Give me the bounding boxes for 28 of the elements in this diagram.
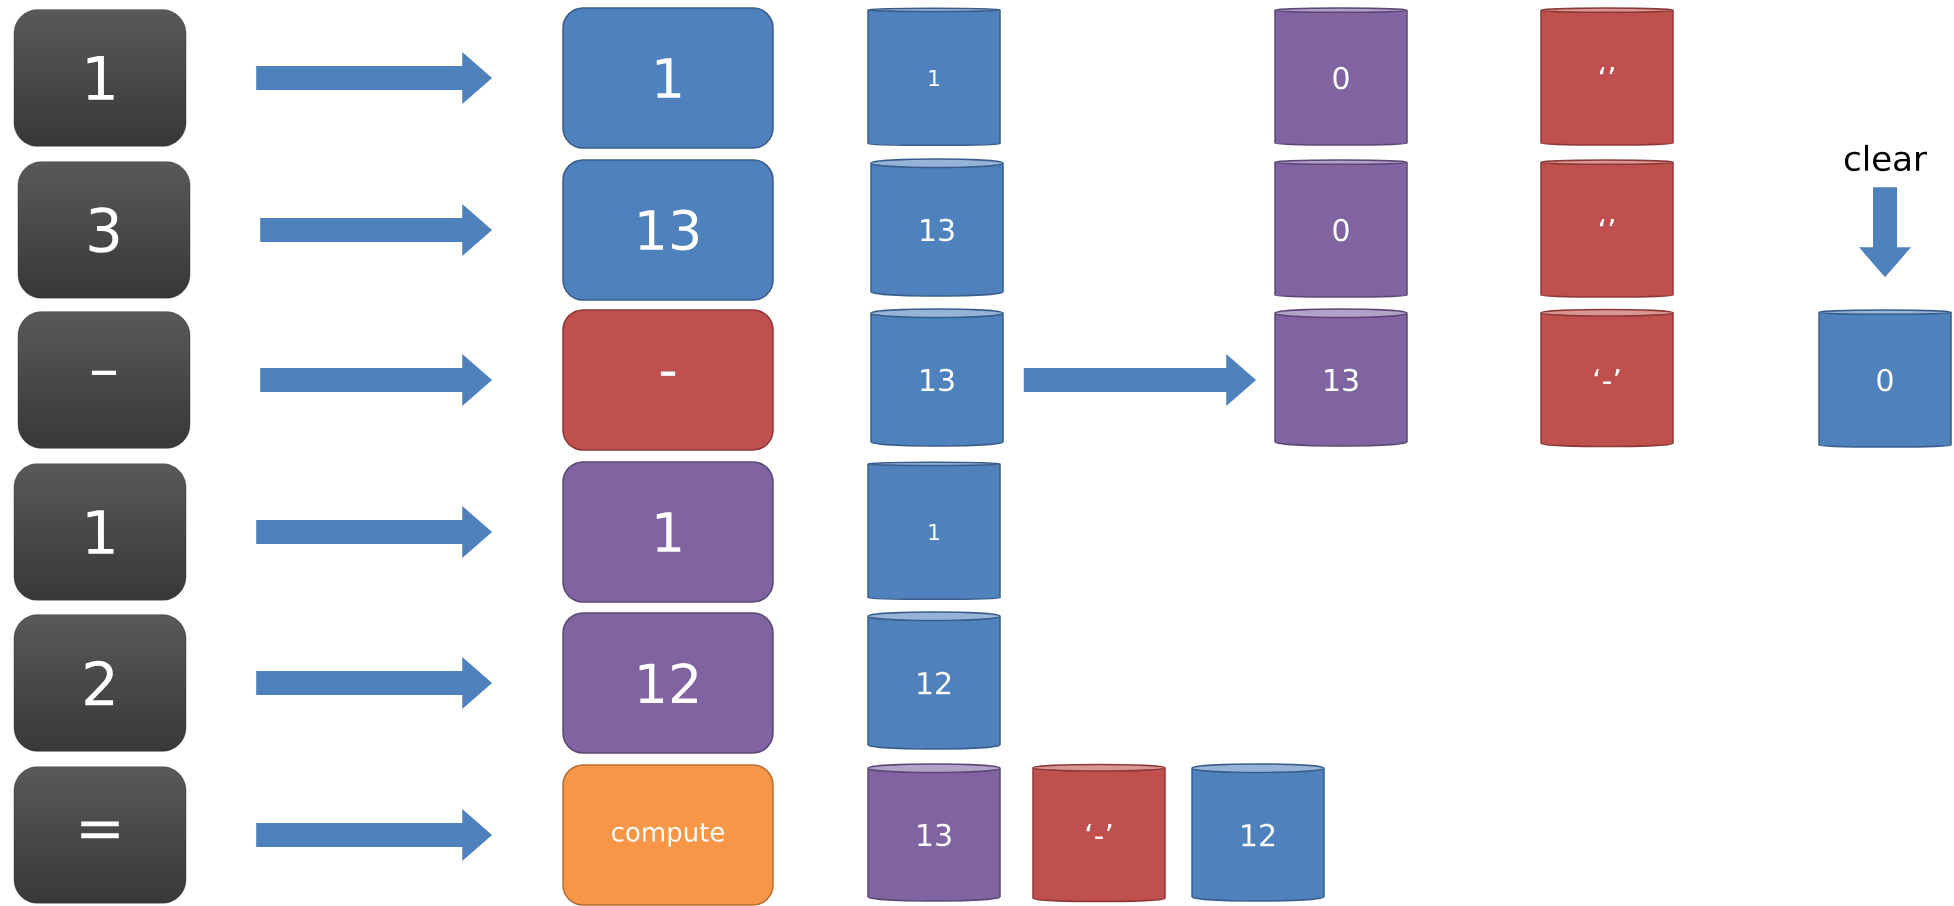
keypad-key: 1 <box>13 463 187 601</box>
stack-cylinder: ‘-’ <box>1032 763 1166 903</box>
display-box: compute <box>562 764 774 906</box>
stack-cylinder: 0 <box>1818 309 1952 448</box>
stack-cylinder: ‘’ <box>1540 159 1674 298</box>
stack-cylinder: 0 <box>1274 159 1408 298</box>
keypad-key: 1 <box>13 9 187 147</box>
display-box: 1 <box>562 7 774 149</box>
stack-cylinder: ‘-’ <box>1540 308 1674 448</box>
stack-cylinder: 13 <box>870 308 1004 447</box>
keypad-key: = <box>13 766 187 904</box>
display-box: 12 <box>562 612 774 754</box>
display-box: 13 <box>562 159 774 301</box>
display-box: 1 <box>562 461 774 603</box>
stack-cylinder: ‘’ <box>1540 7 1674 146</box>
keypad-key: – <box>17 311 191 449</box>
stack-cylinder: 13 <box>867 763 1001 902</box>
stack-cylinder: 12 <box>1191 763 1325 902</box>
stack-cylinder: 13 <box>870 158 1004 297</box>
stack-cylinder: 1 <box>867 461 1001 601</box>
keypad-key: 3 <box>17 161 191 299</box>
keypad-key: 2 <box>13 614 187 752</box>
display-box: - <box>562 309 774 451</box>
text-label: clear <box>1844 144 1927 172</box>
stack-cylinder: 1 <box>867 7 1001 147</box>
stack-cylinder: 13 <box>1274 308 1408 447</box>
stack-cylinder: 0 <box>1274 7 1408 146</box>
stack-cylinder: 12 <box>867 611 1001 750</box>
